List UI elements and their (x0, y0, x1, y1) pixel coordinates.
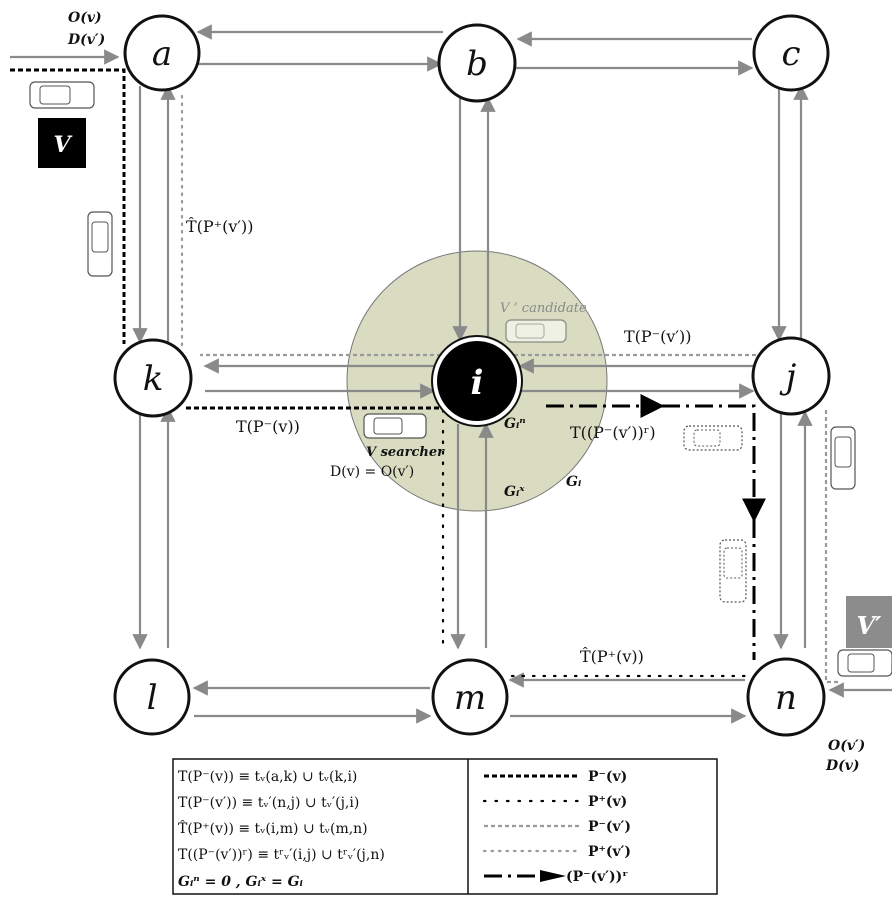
legend-key-p-minus-vprime-r: (P⁻(v′))ʳ (566, 869, 628, 885)
label-t-pminus-v: T(P⁻(v)) (236, 417, 300, 436)
label-d-v-bottom: D(v) (825, 758, 860, 774)
legend-eq-5: Gᵢⁿ = 0 , Gᵢˣ = Gᵢ (178, 874, 303, 890)
node-l: l (115, 660, 189, 734)
node-n: n (748, 659, 824, 735)
car-icon (838, 650, 892, 676)
label-o-vprime-bottom: O(v′) (828, 738, 865, 754)
svg-text:i: i (471, 363, 484, 403)
node-k: k (115, 340, 191, 416)
label-g-i-x: Gᵢˣ (504, 484, 525, 500)
label-o-v-top: O(v) (68, 10, 102, 26)
label-d-v-eq-o-vprime: D(v) = O(v′) (330, 464, 414, 480)
legend-key-p-minus-vprime: P⁻(v′) (588, 819, 631, 835)
legend: T(P⁻(v)) ≡ tᵥ(a,k) ∪ tᵥ(k,i) T(P⁻(v′)) ≡… (173, 759, 717, 894)
car-icon (720, 540, 746, 602)
label-t-pminus-vprime-r: T((P⁻(v′))ʳ) (570, 423, 656, 442)
label-g-i-n: Gᵢⁿ (504, 416, 526, 432)
label-that-pplus-v: T̂(P⁺(v)) (580, 647, 644, 666)
svg-text:n: n (775, 678, 797, 718)
svg-text:c: c (781, 34, 800, 74)
label-t-pminus-vprime: T(P⁻(v′)) (624, 327, 692, 346)
label-v-candidate: V ’ candidate (500, 301, 587, 316)
legend-key-p-plus-v: P⁺(v) (588, 794, 627, 810)
label-d-vprime-top: D(v′) (67, 32, 105, 48)
svg-text:b: b (466, 44, 488, 84)
legend-key-p-minus-v: P⁻(v) (588, 769, 627, 785)
svg-text:V′: V′ (857, 611, 883, 640)
car-icon (88, 212, 112, 276)
node-i: i (432, 336, 522, 426)
node-b: b (439, 25, 515, 101)
car-icon (364, 414, 426, 438)
svg-text:k: k (143, 359, 164, 399)
legend-key-p-plus-vprime: P⁺(v′) (588, 844, 631, 860)
legend-eq-1: T(P⁻(v)) ≡ tᵥ(a,k) ∪ tᵥ(k,i) (178, 769, 357, 785)
node-a: a (125, 16, 199, 90)
label-v-searcher: V searcher (366, 445, 445, 460)
car-icon (831, 427, 855, 489)
svg-text:a: a (152, 34, 172, 74)
svg-text:l: l (147, 678, 158, 718)
svg-text:V: V (53, 132, 72, 158)
legend-eq-2: T(P⁻(v′)) ≡ tᵥ′(n,j) ∪ tᵥ′(j,i) (178, 795, 359, 811)
car-icon (30, 82, 94, 108)
car-icon (506, 320, 566, 342)
label-g-i: Gᵢ (566, 474, 581, 490)
node-m: m (433, 660, 507, 734)
node-j: j (753, 338, 829, 414)
legend-eq-4: T((P⁻(v′))ʳ) ≡ tʳᵥ′(i,j) ∪ tʳᵥ′(j,n) (178, 847, 385, 863)
legend-eq-3: T̂(P⁺(v)) ≡ tᵥ(i,m) ∪ tᵥ(m,n) (178, 819, 368, 837)
car-icon (684, 426, 742, 450)
label-that-pplus-vprime: T̂(P⁺(v′)) (186, 217, 254, 236)
svg-text:m: m (454, 678, 486, 718)
node-c: c (754, 16, 828, 90)
